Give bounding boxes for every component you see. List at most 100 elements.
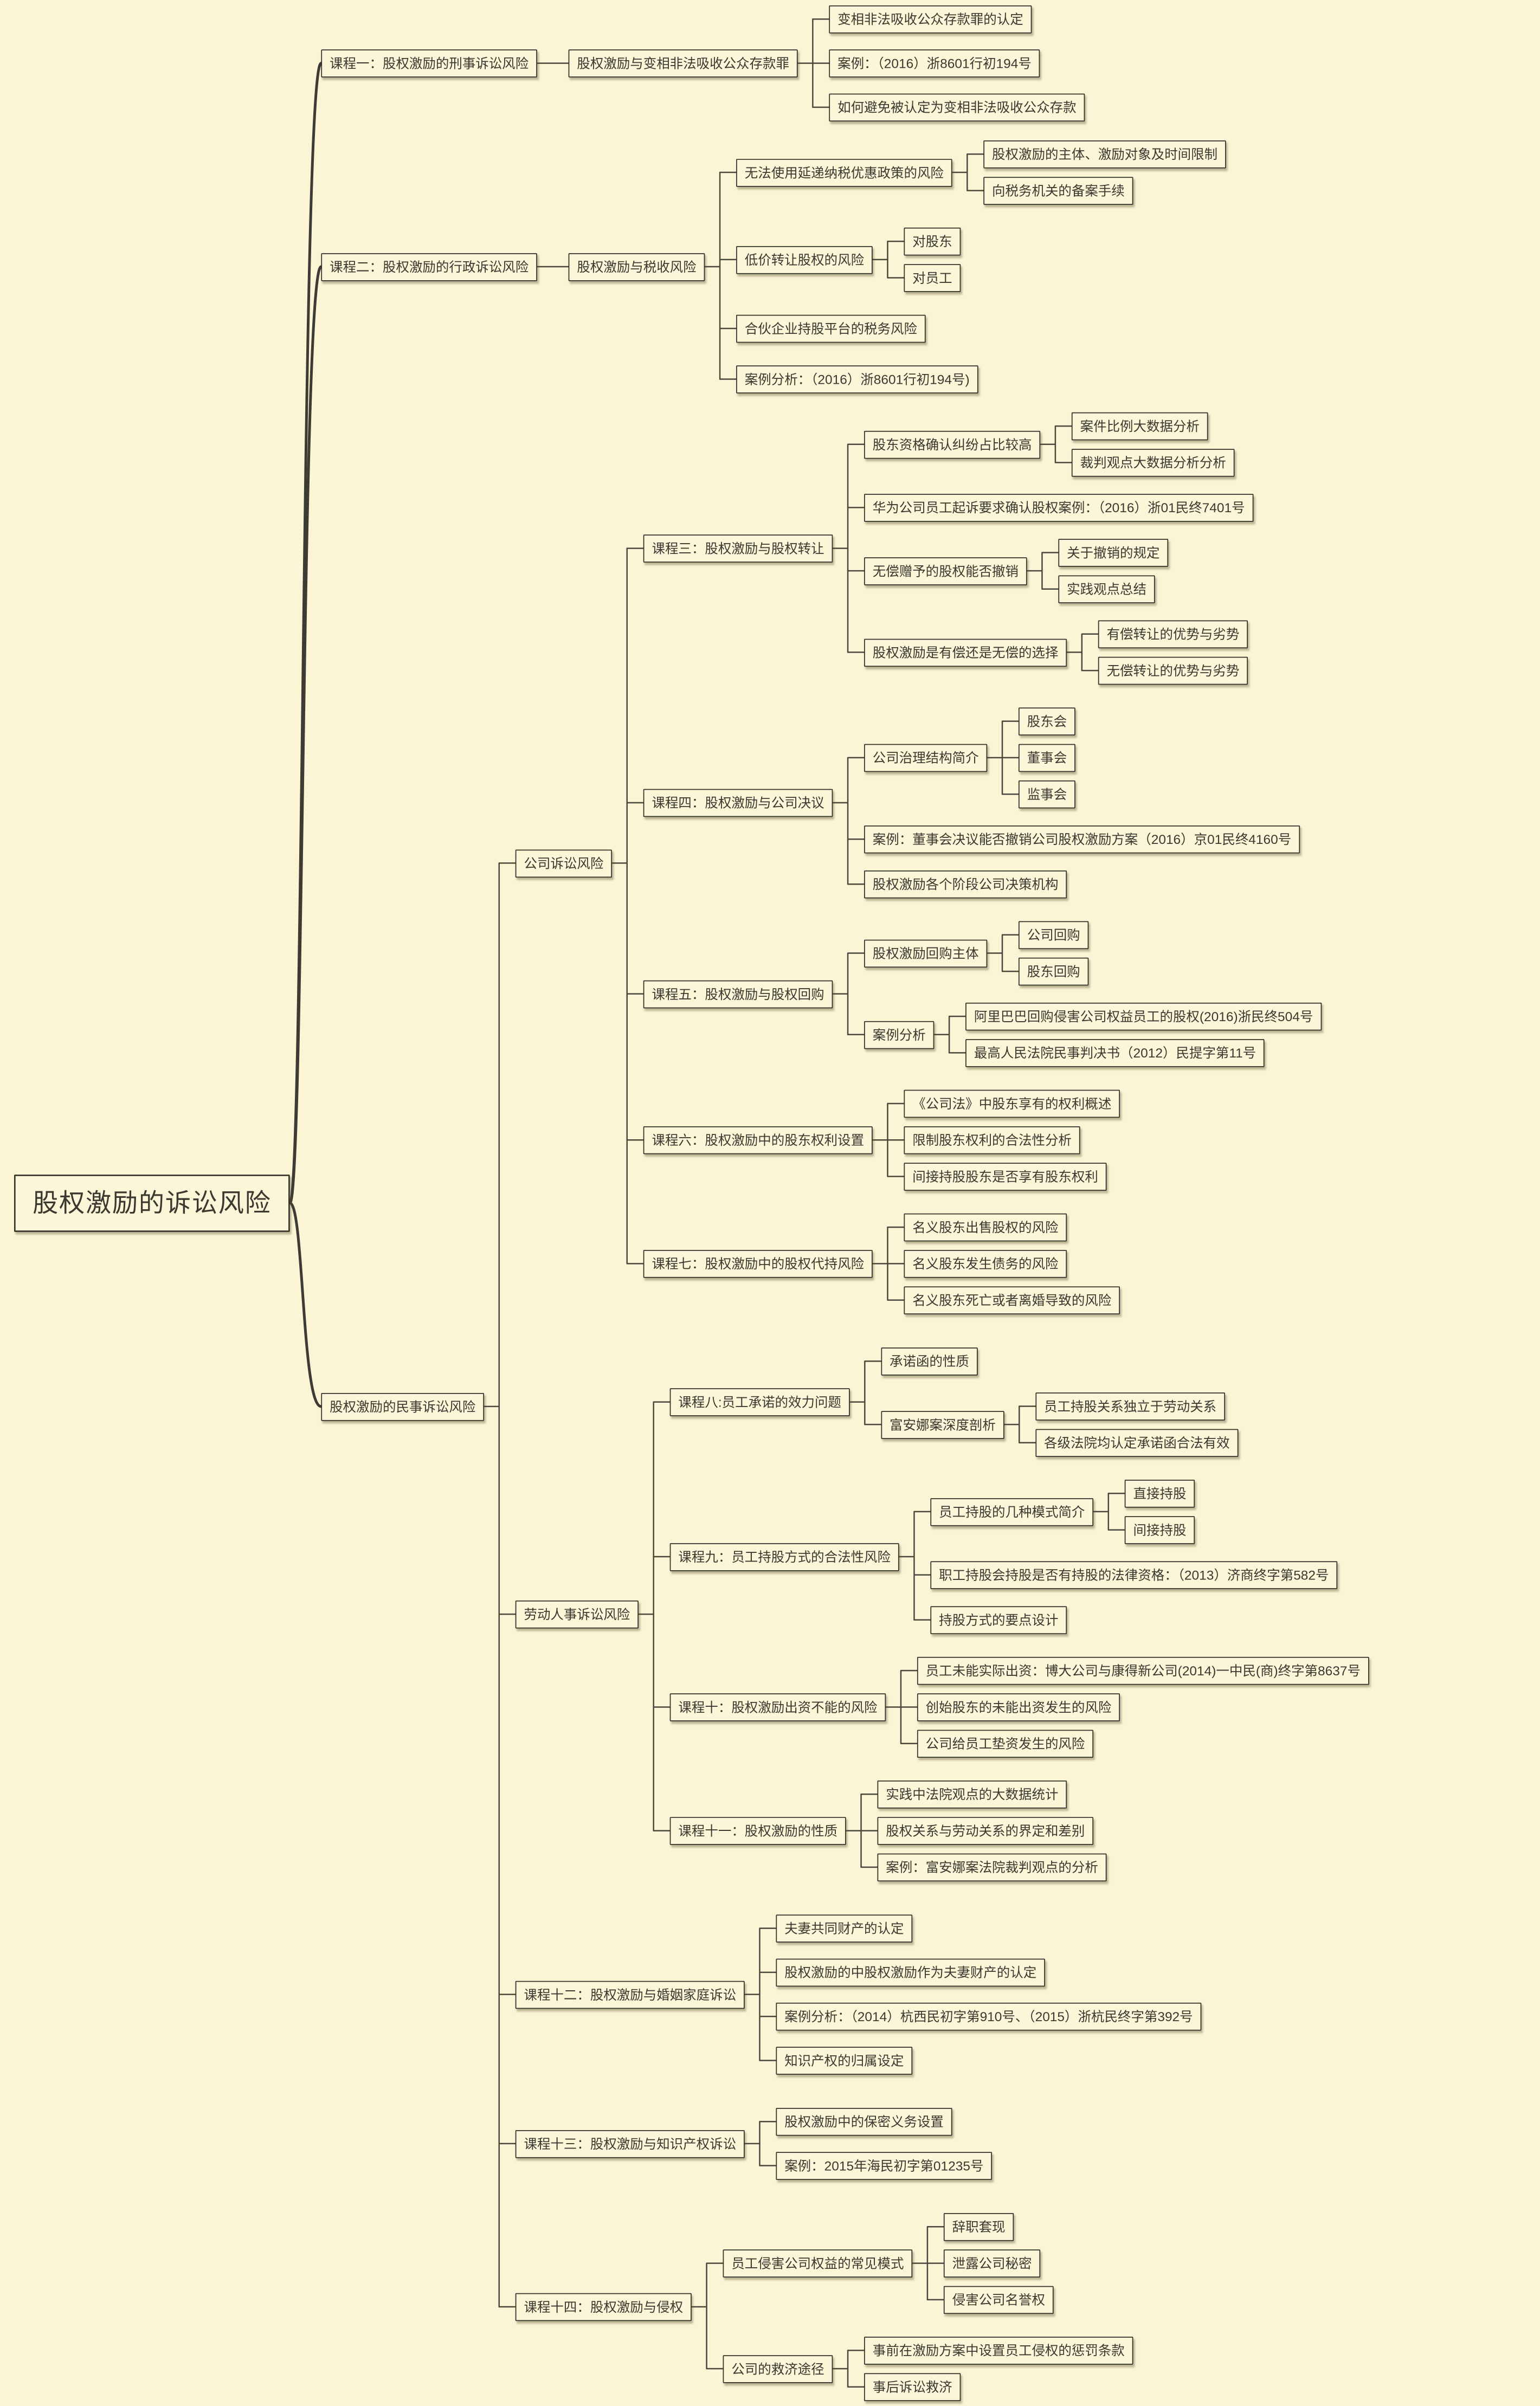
tree-node[interactable]: 直接持股 (1124, 1479, 1195, 1508)
children-group: 夫妻共同财产的认定股权激励的中股权激励作为夫妻财产的认定案例分析：（2014）杭… (745, 1914, 1202, 2075)
branch: 课程十：股权激励出资不能的风险 员工未能实际出资：博大公司与康得新公司(2014)… (669, 1656, 1369, 1758)
tree-node[interactable]: 持股方式的要点设计 (930, 1605, 1067, 1634)
tree-node[interactable]: 关于撤销的规定 (1058, 538, 1169, 567)
tree-node[interactable]: 各级法院均认定承诺函合法有效 (1035, 1428, 1239, 1457)
tree-node[interactable]: 案例分析 (864, 1020, 935, 1049)
tree-node[interactable]: 课程十三：股权激励与知识产权诉讼 (515, 2130, 745, 2158)
tree-node[interactable]: 《公司法》中股东享有的权利概述 (904, 1089, 1120, 1118)
tree-node[interactable]: 有偿转让的优势与劣势 (1098, 620, 1248, 648)
branch: 低价转让股权的风险 对股东对员工 (736, 227, 1226, 292)
tree-node[interactable]: 富安娜案深度剖析 (881, 1410, 1004, 1439)
tree-node[interactable]: 股权激励的中股权激励作为夫妻财产的认定 (776, 1958, 1045, 1986)
tree-node[interactable]: 课程七：股权激励中的股权代持风险 (643, 1249, 873, 1278)
tree-node[interactable]: 课程八:员工承诺的效力问题 (669, 1388, 850, 1416)
tree-node[interactable]: 侵害公司名誉权 (943, 2286, 1054, 2314)
tree-node[interactable]: 名义股东发生债务的风险 (904, 1249, 1067, 1278)
tree-node[interactable]: 案例：（2016）浙8601行初194号 (829, 49, 1040, 78)
tree-node[interactable]: 如何避免被认定为变相非法吸收公众存款 (829, 93, 1085, 121)
branch: 实践观点总结 (1058, 575, 1168, 603)
tree-node[interactable]: 课程一：股权激励的刑事诉讼风险 (321, 49, 537, 78)
tree-node[interactable]: 案例分析：（2016）浙8601行初194号) (736, 365, 978, 394)
tree-node[interactable]: 课程二：股权激励的行政诉讼风险 (321, 253, 537, 281)
tree-node[interactable]: 实践中法院观点的大数据统计 (877, 1780, 1067, 1809)
tree-node[interactable]: 股东资格确认纠纷占比较高 (864, 430, 1041, 459)
tree-node[interactable]: 课程四：股权激励与公司决议 (643, 789, 833, 817)
tree-node[interactable]: 股权关系与劳动关系的界定和差别 (877, 1816, 1094, 1845)
tree-node[interactable]: 公司回购 (1019, 921, 1089, 949)
branch: 股权激励回购主体 公司回购股东回购 (864, 921, 1322, 985)
tree-node[interactable]: 员工未能实际出资：博大公司与康得新公司(2014)一中民(商)终字第8637号 (917, 1656, 1369, 1685)
tree-node[interactable]: 股权激励是有偿还是无偿的选择 (864, 638, 1067, 667)
tree-node[interactable]: 辞职套现 (943, 2213, 1014, 2241)
tree-node[interactable]: 案例分析：（2014）杭西民初字第910号、（2015）浙杭民终字第392号 (776, 2002, 1202, 2031)
tree-node[interactable]: 公司治理结构简介 (864, 744, 988, 772)
branch: 课程六：股权激励中的股东权利设置 《公司法》中股东享有的权利概述限制股东权利的合法… (643, 1089, 1322, 1191)
tree-node[interactable]: 夫妻共同财产的认定 (776, 1914, 913, 1943)
tree-node[interactable]: 公司给员工垫资发生的风险 (917, 1729, 1094, 1758)
tree-node[interactable]: 间接持股股东是否享有股东权利 (904, 1162, 1107, 1191)
tree-node[interactable]: 课程十二：股权激励与婚姻家庭诉讼 (515, 1980, 745, 2009)
tree-node[interactable]: 课程五：股权激励与股权回购 (643, 979, 833, 1008)
tree-node[interactable]: 课程十：股权激励出资不能的风险 (669, 1693, 886, 1721)
tree-node[interactable]: 公司的救济途径 (723, 2355, 833, 2383)
tree-node[interactable]: 课程九：员工持股方式的合法性风险 (669, 1543, 899, 1571)
tree-node[interactable]: 实践观点总结 (1058, 575, 1155, 603)
tree-node[interactable]: 向税务机关的备案手续 (983, 176, 1133, 205)
branch: 事前在激励方案中设置员工侵权的惩罚条款 (864, 2336, 1133, 2365)
branch: 名义股东发生债务的风险 (904, 1249, 1120, 1278)
tree-node[interactable]: 无法使用延递纳税优惠政策的风险 (736, 158, 952, 186)
children-group: 承诺函的性质富安娜案深度剖析 员工持股关系独立于劳动关系各级法院均认定承诺函合法有… (850, 1347, 1239, 1457)
tree-node[interactable]: 对员工 (904, 263, 961, 292)
tree-node[interactable]: 阿里巴巴回购侵害公司权益员工的股权(2016)浙民终504号 (965, 1002, 1322, 1030)
tree-node[interactable]: 承诺函的性质 (881, 1347, 978, 1376)
tree-node[interactable]: 名义股东出售股权的风险 (904, 1213, 1067, 1241)
tree-node[interactable]: 股权激励与变相非法吸收公众存款罪 (568, 49, 798, 78)
tree-node[interactable]: 间接持股 (1124, 1515, 1195, 1544)
tree-node[interactable]: 无偿赠予的股权能否撤销 (864, 557, 1027, 585)
tree-node[interactable]: 劳动人事诉讼风险 (515, 1600, 639, 1628)
tree-node[interactable]: 股权激励各个阶段公司决策机构 (864, 870, 1067, 899)
tree-node[interactable]: 对股东 (904, 227, 961, 255)
tree-node[interactable]: 课程三：股权激励与股权转让 (643, 534, 833, 563)
tree-node[interactable]: 股权激励的民事诉讼风险 (321, 1392, 485, 1421)
tree-node[interactable]: 课程六：股权激励中的股东权利设置 (643, 1126, 873, 1154)
children-group: 股权激励的主体、激励对象及时间限制向税务机关的备案手续 (952, 140, 1226, 205)
tree-node[interactable]: 无偿转让的优势与劣势 (1098, 656, 1248, 685)
branch: 事后诉讼救济 (864, 2372, 1133, 2401)
tree-node[interactable]: 股权激励的主体、激励对象及时间限制 (983, 140, 1226, 169)
tree-node[interactable]: 案例：2015年海民初字第01235号 (776, 2151, 993, 2180)
tree-node[interactable]: 案例：董事会决议能否撤销公司股权激励方案（2016）京01民终4160号 (864, 825, 1300, 854)
tree-node[interactable]: 裁判观点大数据分析分析 (1071, 448, 1235, 477)
tree-node[interactable]: 员工持股的几种模式简介 (930, 1498, 1094, 1526)
tree-node[interactable]: 员工侵害公司权益的常见模式 (723, 2249, 913, 2278)
tree-node[interactable]: 案例：富安娜案法院裁判观点的分析 (877, 1853, 1107, 1881)
branch: 《公司法》中股东享有的权利概述 (904, 1089, 1120, 1118)
tree-node[interactable]: 课程十一：股权激励的性质 (669, 1816, 846, 1845)
tree-node[interactable]: 员工持股关系独立于劳动关系 (1035, 1392, 1225, 1421)
tree-node[interactable]: 低价转让股权的风险 (736, 246, 873, 274)
tree-node[interactable]: 限制股东权利的合法性分析 (904, 1126, 1080, 1154)
tree-node[interactable]: 事后诉讼救济 (864, 2372, 961, 2401)
tree-node[interactable]: 名义股东死亡或者离婚导致的风险 (904, 1286, 1120, 1314)
tree-node[interactable]: 监事会 (1019, 780, 1075, 808)
tree-node[interactable]: 董事会 (1019, 744, 1075, 772)
tree-node[interactable]: 知识产权的归属设定 (776, 2046, 913, 2075)
tree-node[interactable]: 变相非法吸收公众存款罪的认定 (829, 5, 1032, 34)
tree-node[interactable]: 股权激励回购主体 (864, 939, 988, 967)
tree-node[interactable]: 股权激励中的保密义务设置 (776, 2107, 952, 2136)
tree-node[interactable]: 股东回购 (1019, 957, 1089, 985)
tree-node[interactable]: 公司诉讼风险 (515, 849, 613, 878)
tree-node[interactable]: 创始股东的未能出资发生的风险 (917, 1693, 1120, 1721)
root-node[interactable]: 股权激励的诉讼风险 (14, 1174, 290, 1232)
tree-node[interactable]: 泄露公司秘密 (943, 2249, 1041, 2278)
tree-node[interactable]: 职工持股会持股是否有持股的法律资格：（2013）济商终字第582号 (930, 1560, 1338, 1589)
branch: 课程十二：股权激励与婚姻家庭诉讼夫妻共同财产的认定股权激励的中股权激励作为夫妻财… (515, 1914, 1369, 2075)
tree-node[interactable]: 合伙企业持股平台的税务风险 (736, 314, 926, 343)
tree-node[interactable]: 股东会 (1019, 707, 1075, 736)
tree-node[interactable]: 事前在激励方案中设置员工侵权的惩罚条款 (864, 2336, 1133, 2365)
tree-node[interactable]: 股权激励与税收风险 (568, 253, 705, 281)
tree-node[interactable]: 华为公司员工起诉要求确认股权案例：（2016）浙01民终7401号 (864, 493, 1254, 522)
tree-node[interactable]: 课程十四：股权激励与侵权 (515, 2293, 692, 2321)
tree-node[interactable]: 最高人民法院民事判决书（2012）民提字第11号 (965, 1038, 1265, 1067)
tree-node[interactable]: 案件比例大数据分析 (1071, 412, 1208, 440)
